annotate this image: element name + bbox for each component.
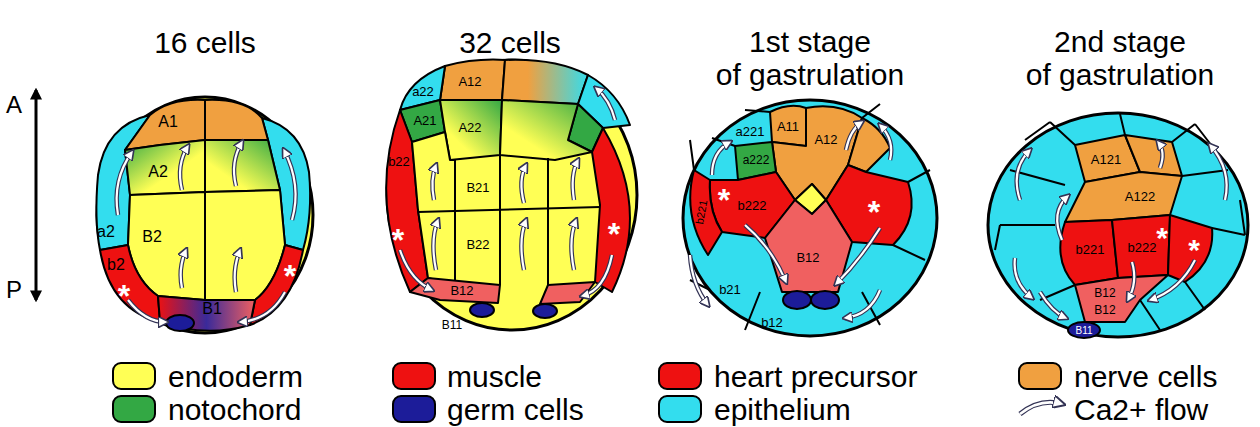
- cell-label: b22: [388, 155, 410, 169]
- asterisk-mark: *: [718, 184, 730, 216]
- title-line: of gastrulation: [716, 58, 904, 91]
- cell-label: b21: [719, 283, 741, 297]
- cell-label: B1: [202, 300, 222, 318]
- axis-label: A: [6, 92, 22, 118]
- cell-label: b12: [761, 316, 783, 330]
- legend-swatch: [392, 362, 436, 390]
- cell-label: B2: [142, 228, 162, 246]
- cell-label: B11: [442, 319, 462, 332]
- cell-label: A22: [458, 121, 481, 135]
- cell-label: A21: [413, 114, 436, 128]
- legend-text: epithelium: [714, 393, 851, 426]
- legend-text: Ca2+ flow: [1074, 393, 1208, 426]
- cell-label: a2: [97, 223, 115, 241]
- cell-label: A12: [458, 75, 481, 89]
- cell-label: b221: [1076, 243, 1105, 257]
- cell-label: B12: [450, 284, 473, 298]
- legend-text: endoderm: [168, 360, 303, 393]
- legend-text: muscle: [447, 360, 542, 393]
- stage-title: 2nd stage of gastrulation: [1026, 25, 1214, 91]
- cell-label: b221: [693, 199, 709, 225]
- cell-label: A12: [814, 133, 837, 147]
- cell-label: A11: [777, 120, 799, 134]
- cell-label: b2: [107, 256, 125, 274]
- stage-title: 1st stage of gastrulation: [716, 25, 904, 91]
- cell-label: A2: [148, 163, 168, 181]
- cell-label: a222: [743, 154, 770, 167]
- asterisk-mark: *: [284, 260, 296, 292]
- stage-title: 32 cells: [459, 26, 561, 59]
- stage-title: 16 cells: [154, 26, 256, 59]
- legend-swatch: [658, 395, 702, 423]
- legend-swatch: [112, 362, 156, 390]
- legend-swatch: [112, 395, 156, 423]
- title-line: of gastrulation: [1026, 58, 1214, 91]
- cell-label: B12: [1094, 304, 1115, 317]
- legend-swatch: [658, 362, 702, 390]
- legend-text: heart precursor: [714, 360, 917, 393]
- asterisk-mark: *: [118, 280, 130, 312]
- cell-label: a22: [412, 85, 434, 99]
- cell-label: B22: [466, 238, 489, 252]
- asterisk-mark: *: [392, 224, 404, 256]
- cell-label: A121: [1091, 153, 1121, 167]
- title-line: 2nd stage: [1026, 25, 1214, 58]
- cell-label: B11: [1075, 325, 1092, 336]
- title-line: 1st stage: [716, 25, 904, 58]
- asterisk-mark: *: [608, 218, 620, 250]
- asterisk-mark: *: [868, 196, 880, 228]
- asterisk-mark: *: [1156, 223, 1168, 253]
- legend-text: germ cells: [447, 393, 584, 426]
- cell-label: b222: [1128, 241, 1157, 255]
- cell-label: a221: [736, 125, 765, 139]
- legend-text: nerve cells: [1074, 360, 1217, 393]
- cell-label: b222: [738, 199, 767, 213]
- asterisk-mark: *: [1188, 235, 1200, 265]
- axis-label: P: [6, 277, 22, 303]
- cell-label: B12: [796, 251, 819, 265]
- legend-text: notochord: [168, 393, 301, 426]
- cell-label: B12: [1094, 287, 1115, 300]
- legend-swatch: [1018, 362, 1062, 390]
- cell-label: A122: [1125, 190, 1155, 204]
- legend-swatch: [392, 395, 436, 423]
- cell-label: A1: [158, 113, 178, 131]
- cell-label: B21: [466, 181, 489, 195]
